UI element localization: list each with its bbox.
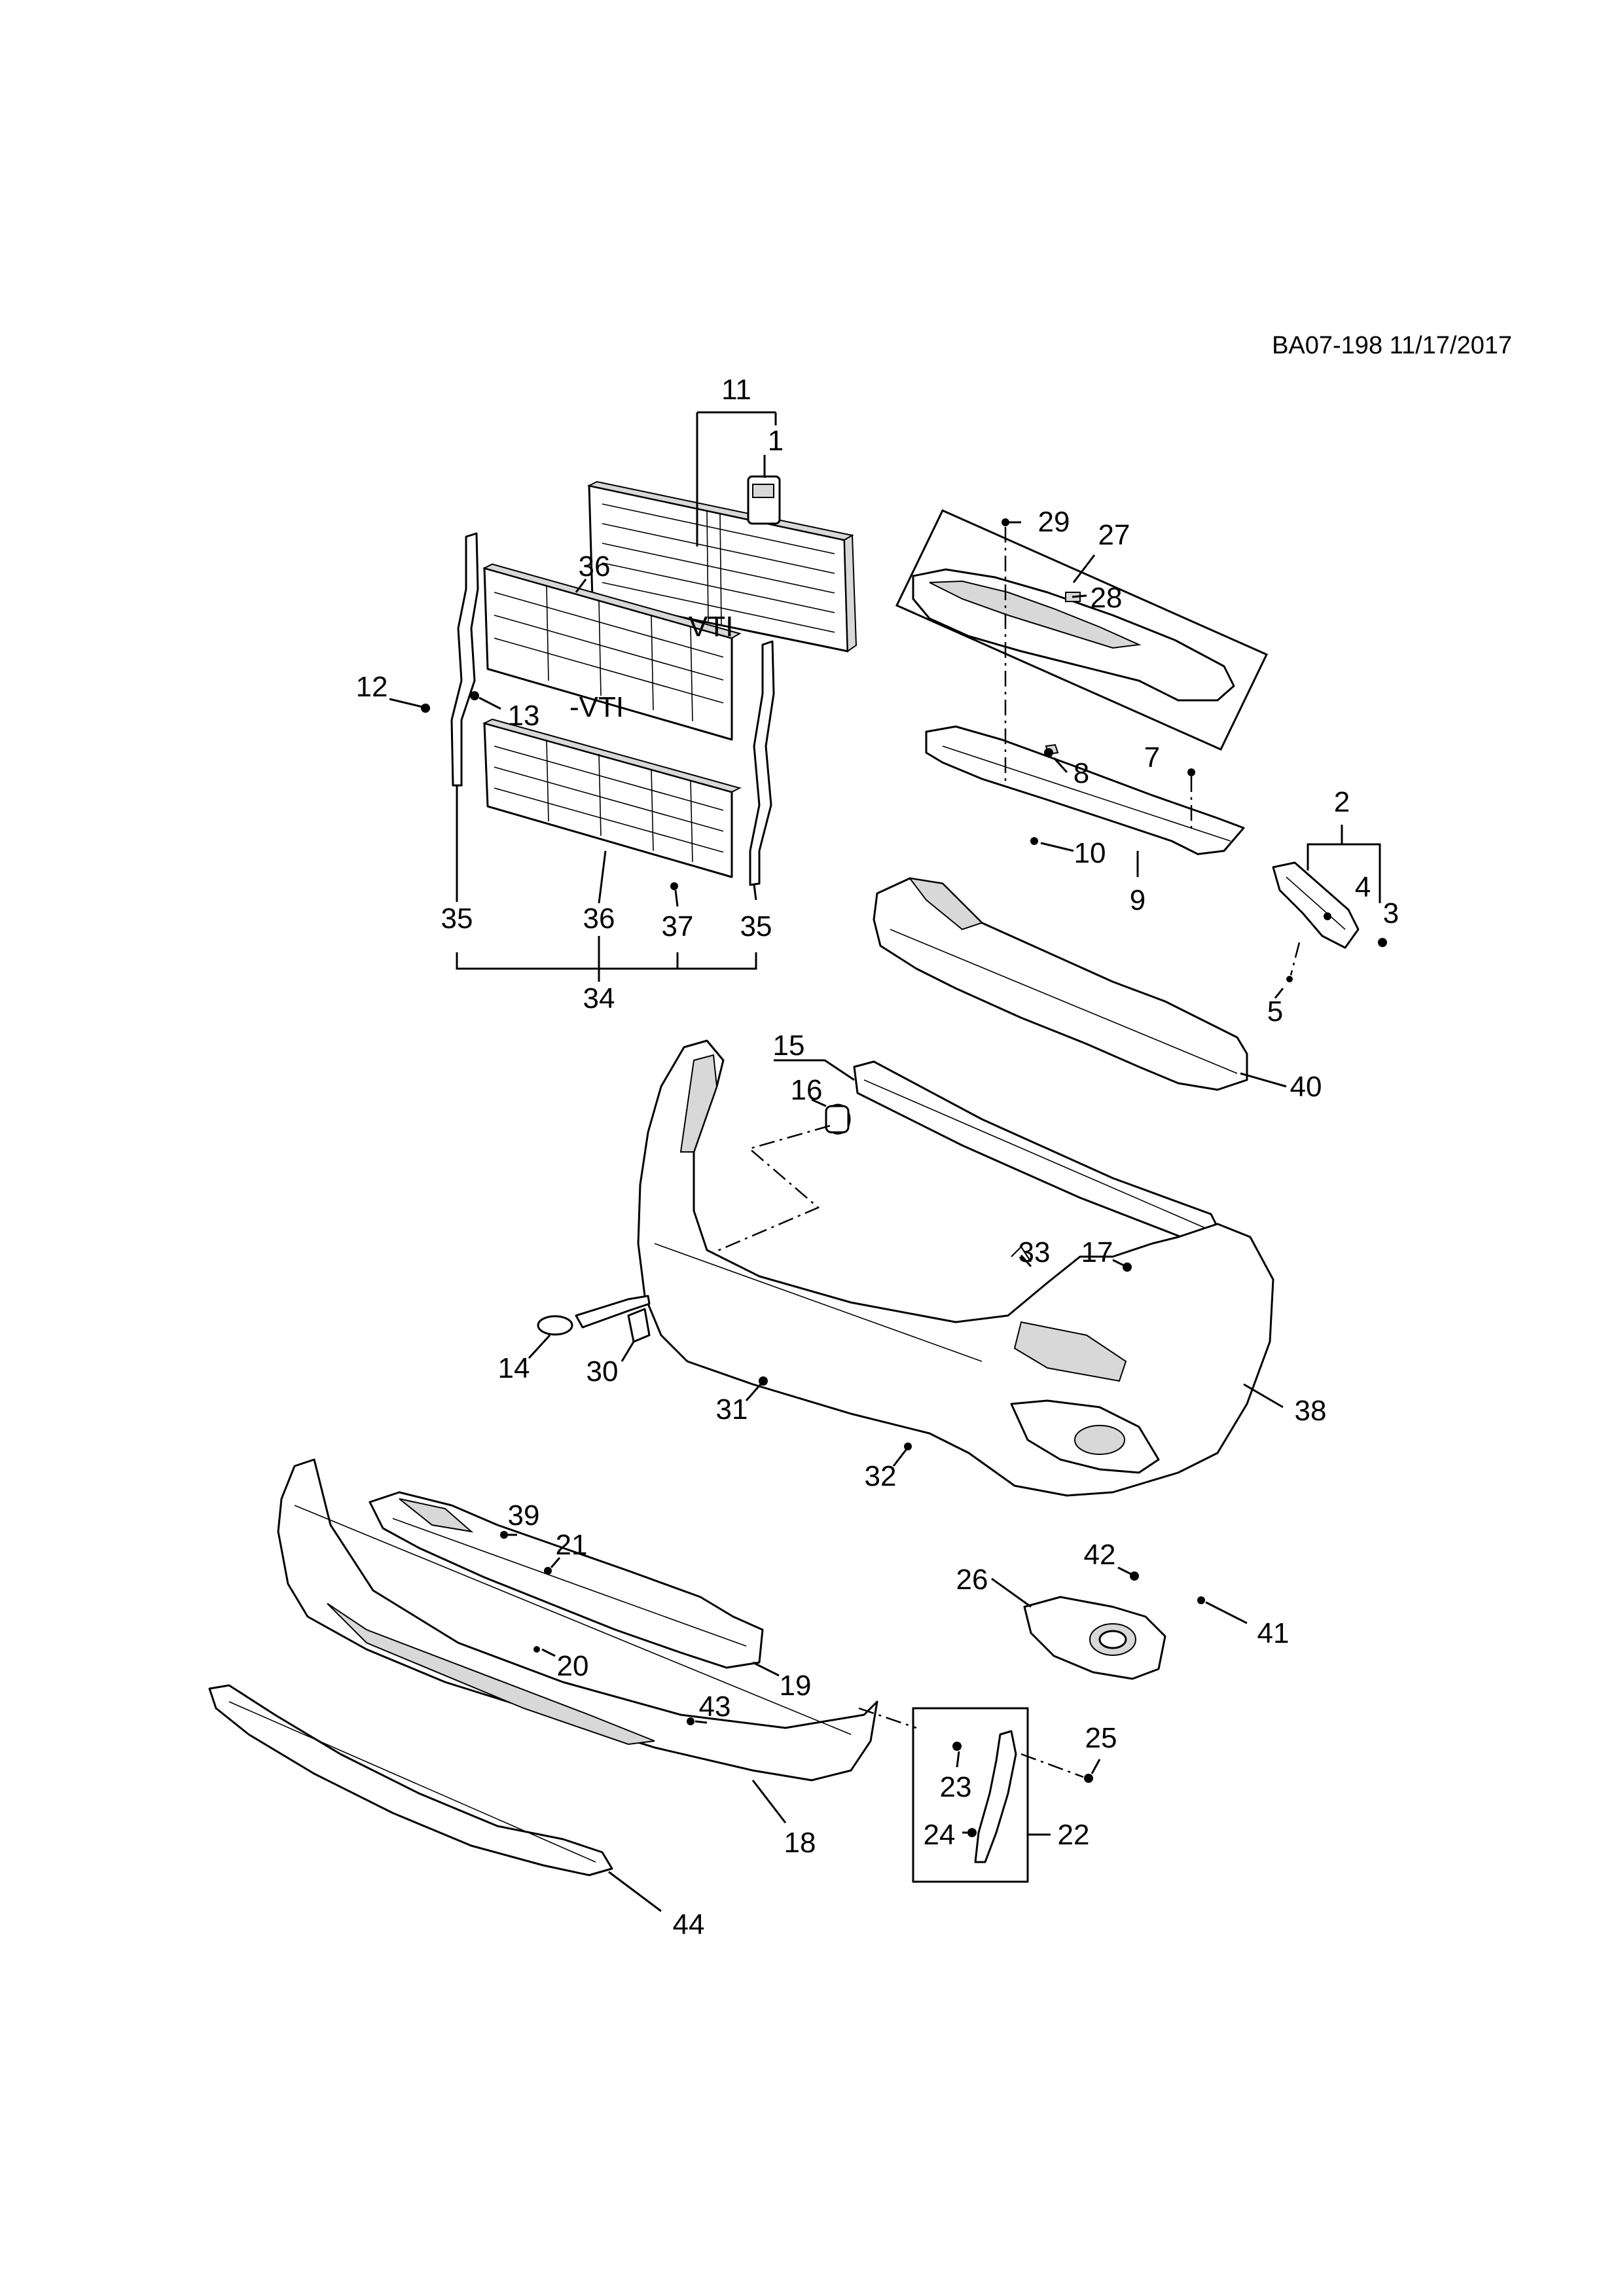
callout-15: 15 — [773, 1030, 805, 1062]
clip-13 — [470, 691, 479, 700]
clip-23 — [952, 1742, 962, 1751]
upper-cover — [912, 518, 1235, 702]
callout-40: 40 — [1290, 1071, 1322, 1103]
shutter-actuator — [747, 475, 781, 525]
front-bumper-fascia — [637, 1039, 1274, 1497]
callout-22: 22 — [1058, 1819, 1090, 1851]
side-trim-22 — [974, 1730, 1017, 1863]
callout-43: 43 — [699, 1691, 731, 1723]
clip-8 — [1044, 748, 1053, 757]
callout-numbers: 11 1 36 12 13 35 36 37 35 34 29 27 28 8 … — [356, 374, 1399, 1941]
callout-10: 10 — [1074, 837, 1106, 869]
nut-3 — [1378, 938, 1387, 947]
trim-detail-frame — [912, 1707, 1029, 1883]
tow-eye — [537, 1295, 651, 1336]
callout-38: 38 — [1295, 1395, 1327, 1427]
clip-43 — [687, 1717, 695, 1725]
clip-17 — [1123, 1263, 1132, 1272]
screw-5 — [1286, 976, 1293, 982]
callout-44: 44 — [673, 1909, 705, 1941]
callout-11: 11 — [721, 374, 751, 406]
callout-7: 7 — [1144, 742, 1160, 774]
callout-9: 9 — [1130, 884, 1146, 916]
tow-eye-cover — [627, 1308, 651, 1343]
skid-plate-44 — [208, 1684, 613, 1876]
lower-fascia-18 — [277, 1458, 878, 1782]
callout-35b: 35 — [740, 910, 772, 942]
callout-25: 25 — [1085, 1722, 1117, 1754]
callout-42: 42 — [1084, 1539, 1116, 1571]
callout-1: 1 — [768, 425, 784, 457]
clip-21 — [544, 1567, 552, 1575]
clip-4 — [1324, 912, 1331, 920]
callout-27: 27 — [1098, 519, 1130, 551]
callout-5: 5 — [1267, 996, 1283, 1028]
callout-21: 21 — [556, 1529, 588, 1561]
clip-24 — [967, 1828, 977, 1837]
callout-18: 18 — [784, 1827, 816, 1859]
callout-12: 12 — [356, 671, 388, 703]
bracket-33 — [1011, 1246, 1032, 1263]
bump-stop — [825, 1103, 851, 1135]
clip-39 — [500, 1531, 508, 1539]
screw-37 — [670, 882, 678, 890]
clip-32 — [904, 1443, 912, 1450]
diagram-reference: BA07-198 11/17/2017 — [1272, 332, 1512, 359]
bumper-bracket-side — [1272, 861, 1360, 949]
callout-3: 3 — [1383, 897, 1399, 929]
callout-19: 19 — [780, 1670, 812, 1702]
callout-33: 33 — [1019, 1236, 1051, 1268]
grille-bracket-left — [450, 532, 479, 787]
grille-bracket-right — [749, 640, 775, 886]
screw-10 — [1030, 837, 1038, 845]
callout-30: 30 — [586, 1355, 619, 1388]
callout-31: 31 — [716, 1393, 748, 1426]
grille-insert-upper — [482, 563, 742, 741]
clip-20 — [533, 1646, 540, 1653]
callout-36b: 36 — [583, 903, 615, 935]
callout-23: 23 — [940, 1771, 972, 1803]
screw-42 — [1130, 1571, 1139, 1581]
variant-label-no-vti: -VTI — [569, 691, 624, 723]
callout-32: 32 — [865, 1460, 897, 1492]
grille-insert-lower — [482, 718, 742, 878]
clip-31 — [759, 1376, 768, 1386]
callout-34: 34 — [583, 982, 615, 1014]
callout-28: 28 — [1091, 582, 1123, 614]
callout-8: 8 — [1074, 757, 1089, 789]
screw-7 — [1187, 768, 1195, 776]
callout-39: 39 — [508, 1499, 540, 1532]
lower-grille-19 — [369, 1491, 764, 1669]
screw-25 — [1084, 1774, 1093, 1783]
callout-17: 17 — [1081, 1236, 1113, 1268]
callout-26: 26 — [956, 1564, 988, 1596]
callout-20: 20 — [557, 1650, 589, 1682]
callout-16: 16 — [791, 1074, 823, 1106]
screw-41 — [1197, 1596, 1205, 1604]
callout-35a: 35 — [441, 903, 473, 935]
callout-29: 29 — [1038, 506, 1070, 538]
variant-label-vti: VTI — [689, 611, 733, 643]
callout-41: 41 — [1257, 1617, 1290, 1649]
energy-absorber — [873, 877, 1248, 1091]
callout-24: 24 — [924, 1819, 956, 1851]
callout-36a: 36 — [579, 550, 611, 583]
callout-14: 14 — [498, 1352, 530, 1384]
callout-37: 37 — [662, 910, 694, 942]
screw-12 — [421, 704, 430, 713]
callout-2: 2 — [1334, 786, 1350, 818]
callout-4: 4 — [1355, 871, 1371, 903]
callout-13: 13 — [508, 700, 540, 732]
fog-lamp-bezel — [1023, 1596, 1166, 1680]
cover-detail-frame — [895, 509, 1269, 751]
